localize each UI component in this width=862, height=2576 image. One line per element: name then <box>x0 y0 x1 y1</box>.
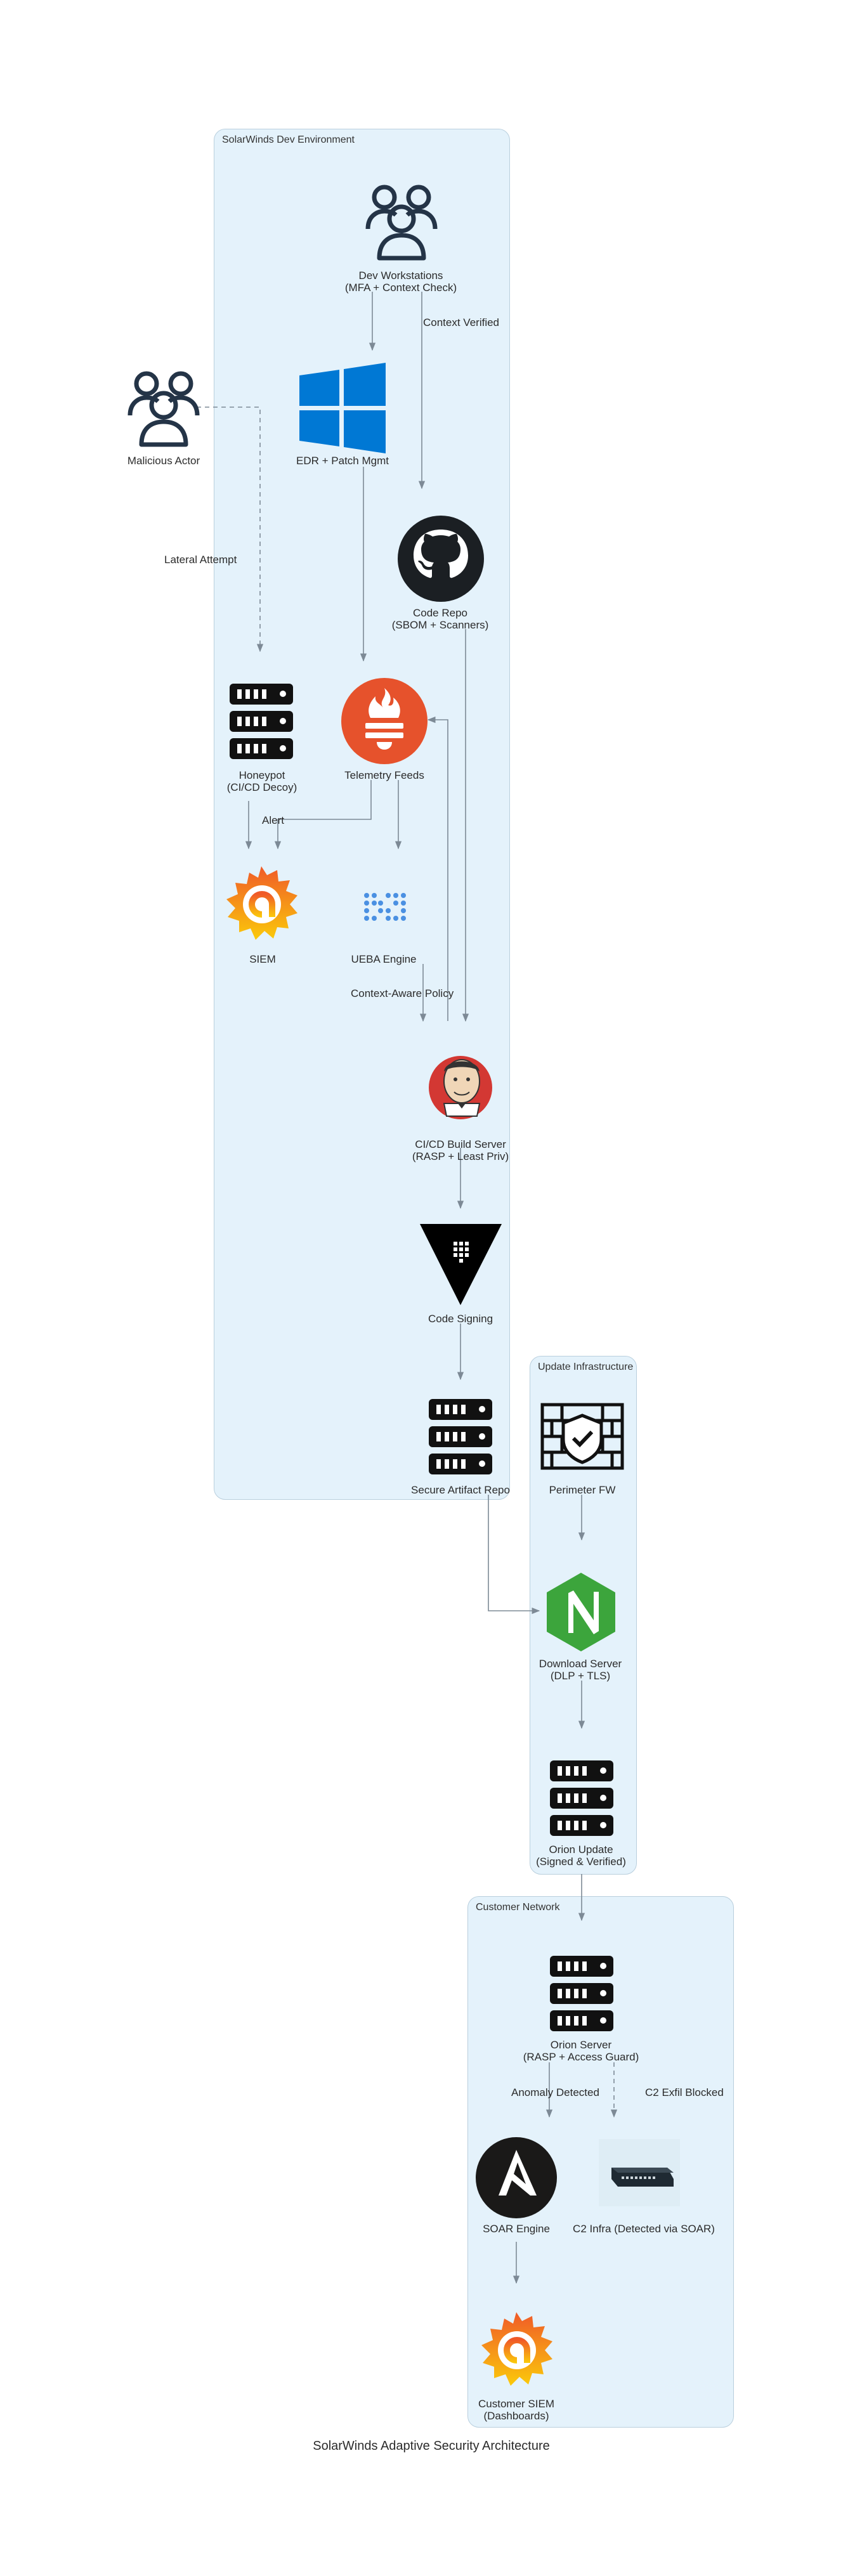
node-label-line: (RASP + Access Guard) <box>523 2051 639 2063</box>
edge-artifact-download <box>488 1495 540 1615</box>
node-edr[interactable]: EDR + Patch Mgmt <box>296 455 389 467</box>
node-siem[interactable]: SIEM <box>249 953 276 965</box>
node-label-line: Malicious Actor <box>127 455 200 467</box>
edge-label-lateral-attempt: Lateral Attempt <box>164 554 237 566</box>
firewall-icon <box>540 1403 624 1470</box>
node-label-line: (Dashboards) <box>483 2410 549 2422</box>
node-honeypot[interactable]: Honeypot (CI/CD Decoy) <box>227 769 297 793</box>
cluster-label: Update Infrastructure <box>538 1362 634 1372</box>
node-orion-server[interactable]: Orion Server (RASP + Access Guard) <box>523 2039 639 2063</box>
node-artifact-repo[interactable]: Secure Artifact Repo <box>411 1484 510 1496</box>
node-dev-workstations[interactable]: Dev Workstations (MFA + Context Check) <box>345 270 457 294</box>
server-icon <box>230 684 293 759</box>
edge-cicd-telemetry <box>427 716 448 1021</box>
cluster-label: SolarWinds Dev Environment <box>222 134 355 145</box>
edge-telemetry-siem <box>274 780 372 850</box>
node-download-server[interactable]: Download Server (DLP + TLS) <box>539 1658 622 1682</box>
node-perimeter-fw[interactable]: Perimeter FW <box>549 1484 616 1496</box>
github-icon <box>398 516 484 602</box>
node-label-line: SOAR Engine <box>483 2223 550 2235</box>
jenkins-icon <box>429 1056 492 1119</box>
node-label-line: Code Signing <box>428 1313 493 1325</box>
node-code-repo[interactable]: Code Repo (SBOM + Scanners) <box>392 607 489 631</box>
users-icon <box>368 187 435 258</box>
node-label-line: (Signed & Verified) <box>536 1856 626 1868</box>
node-customer-siem[interactable]: Customer SIEM (Dashboards) <box>478 2398 554 2422</box>
node-label-line: SIEM <box>249 953 276 965</box>
nginx-icon <box>547 1573 615 1651</box>
node-label-line: (RASP + Least Priv) <box>412 1150 509 1162</box>
node-label-line: (DLP + TLS) <box>550 1670 611 1682</box>
node-orion-update[interactable]: Orion Update (Signed & Verified) <box>536 1844 626 1868</box>
node-label-line: Dev Workstations <box>358 270 443 282</box>
node-label-line: Secure Artifact Repo <box>411 1484 510 1496</box>
edge-actor-honeypot <box>197 407 264 653</box>
node-malicious-actor[interactable]: Malicious Actor <box>127 455 200 467</box>
node-label-line: Orion Server <box>550 2039 612 2051</box>
node-label-line: Perimeter FW <box>549 1484 616 1496</box>
edge-label-c2-exfil-blocked: C2 Exfil Blocked <box>645 2086 724 2098</box>
node-cicd[interactable]: CI/CD Build Server (RASP + Least Priv) <box>412 1138 509 1162</box>
edge-label-context-aware-policy: Context-Aware Policy <box>351 987 454 999</box>
node-label-line: (CI/CD Decoy) <box>226 781 297 793</box>
grafana-icon <box>481 2312 552 2386</box>
server-icon <box>550 1956 613 2031</box>
windows-icon <box>299 363 386 453</box>
node-label-line: CI/CD Build Server <box>415 1138 506 1150</box>
users-icon <box>130 374 197 445</box>
edge-label-alert: Alert <box>262 814 284 826</box>
node-label-line: C2 Infra (Detected via SOAR) <box>573 2223 715 2235</box>
node-code-signing[interactable]: Code Signing <box>428 1313 493 1325</box>
node-ueba[interactable]: UEBA Engine <box>351 953 416 965</box>
node-label-line: (SBOM + Scanners) <box>391 619 489 631</box>
node-label-line: EDR + Patch Mgmt <box>296 455 389 467</box>
ansible-icon <box>476 2137 557 2218</box>
cluster-label: Customer Network <box>476 1902 560 1913</box>
node-label-line: Code Repo <box>412 607 468 619</box>
server-icon <box>550 1760 613 1836</box>
node-label-line: Customer SIEM <box>478 2398 554 2410</box>
edge-label-anomaly-detected: Anomaly Detected <box>511 2086 599 2098</box>
cluster-dev-environment: SolarWinds Dev Environment <box>214 129 510 1500</box>
edge-label-context-verified: Context Verified <box>423 316 500 329</box>
server-icon <box>429 1399 492 1474</box>
grafana-icon <box>226 866 297 940</box>
ml-dots-icon <box>364 893 406 921</box>
prometheus-icon <box>341 678 428 764</box>
node-label-line: Orion Update <box>549 1844 613 1856</box>
vault-icon <box>420 1224 502 1305</box>
network-switch-icon <box>599 2139 680 2206</box>
node-label-line: UEBA Engine <box>351 953 417 965</box>
node-label-line: Honeypot <box>238 769 285 781</box>
node-label-line: (MFA + Context Check) <box>344 282 457 294</box>
diagram-title: SolarWinds Adaptive Security Architectur… <box>313 2439 550 2453</box>
node-telemetry[interactable]: Telemetry Feeds <box>344 769 424 781</box>
node-soar[interactable]: SOAR Engine <box>483 2223 550 2235</box>
node-label-line: Telemetry Feeds <box>344 769 424 781</box>
node-label-line: Download Server <box>539 1658 622 1670</box>
node-c2-infra[interactable]: C2 Infra (Detected via SOAR) <box>573 2223 715 2235</box>
